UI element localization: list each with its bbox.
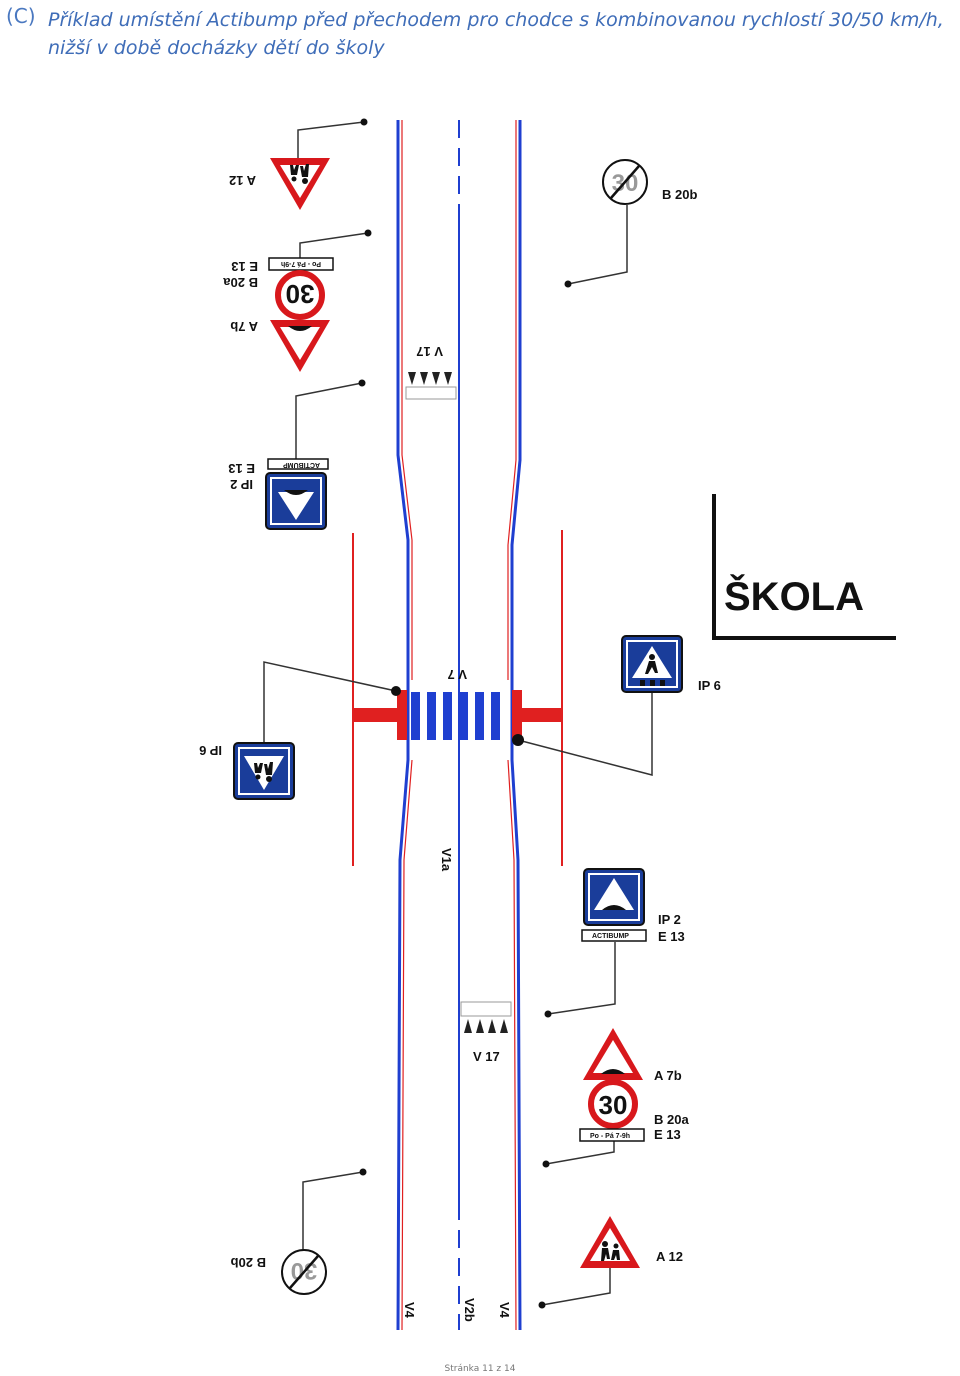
label-b20b-bottom: B 20b [231,1255,266,1270]
sign-group-top-left: Po - Pá 7-9h 30 E 13 B 20a A 7b [223,229,372,372]
label-v4-left: V4 [402,1302,417,1319]
caption-letter: (C) [6,4,36,28]
sign-b20b-bottom: 30 B 20b [231,1168,367,1295]
school-label: ŠKOLA [724,573,864,619]
label-ip6-left: IP 6 [199,743,222,758]
right-bulbout-cap [512,690,522,740]
label-e13-top: E 13 [231,259,258,274]
school-building: ŠKOLA [712,494,896,640]
label-b20a-top: B 20a [223,275,258,290]
label-a12-top: A 12 [229,173,256,188]
sign-ip2-left: ACTIBUMP E 13 IP 2 [228,379,366,530]
speed-30-top: 30 [286,279,315,309]
label-ip2-right: IP 2 [658,912,681,927]
label-b20b-top: B 20b [662,187,697,202]
label-b20a-bottom: B 20a [654,1112,689,1127]
zebra-crossing [411,692,500,740]
actibump-marking-bottom [460,1001,512,1033]
sign-ip6-right: IP 6 [512,635,721,776]
sign-ip6-left: IP 6 [199,661,401,800]
label-ip6-right: IP 6 [698,678,721,693]
label-v2b: V2b [462,1298,477,1322]
left-bulbout [353,708,403,722]
left-edge-line-red-lower [401,759,413,1331]
label-v4-right: V4 [497,1302,512,1319]
label-e13-right: E 13 [658,929,685,944]
plate-actibump-left: ACTIBUMP [283,461,320,468]
left-edge-line-red [401,120,413,680]
page-footer: Stránka 11 z 14 [444,1364,516,1374]
sign-a12-top: A 12 [229,118,368,210]
label-a7b-top: A 7b [230,319,258,334]
right-edge-line [510,120,522,1331]
plate-time-bottom: Po - Pá 7-9h [590,1133,630,1140]
sign-ip2-right: ACTIBUMP IP 2 E 13 [544,868,685,1018]
label-a7b-bottom: A 7b [654,1068,682,1083]
caption-text: Příklad umístění Actibump před přechodem… [48,9,944,59]
label-v1a: V1a [439,848,454,872]
label-e13-bottom: E 13 [654,1127,681,1142]
actibump-marking-top [405,372,457,400]
right-edge-line-red-lower [507,759,517,1331]
right-bulbout [515,708,562,722]
sign-group-bottom-right: 30 Po - Pá 7-9h A 7b B 20a E 13 [542,1028,689,1168]
sign-a12-bottom: A 12 [538,1216,683,1309]
plate-time-top: Po - Pá 7-9h [281,260,321,267]
sign-b20b-top: 30 B 20b [564,159,697,288]
speed-30-bottom: 30 [599,1090,628,1120]
label-v7: V 7 [447,667,467,682]
road [352,120,563,1331]
label-e13-left: E 13 [228,461,255,476]
label-ip2-left: IP 2 [230,477,253,492]
plate-actibump-right: ACTIBUMP [592,933,629,940]
label-a12-bottom: A 12 [656,1249,683,1264]
label-v17-top: V 17 [416,344,443,359]
left-edge-line [396,120,410,1331]
label-v17-bottom: V 17 [473,1049,500,1064]
left-bulbout-cap [397,690,407,740]
right-edge-line-red [507,120,517,680]
